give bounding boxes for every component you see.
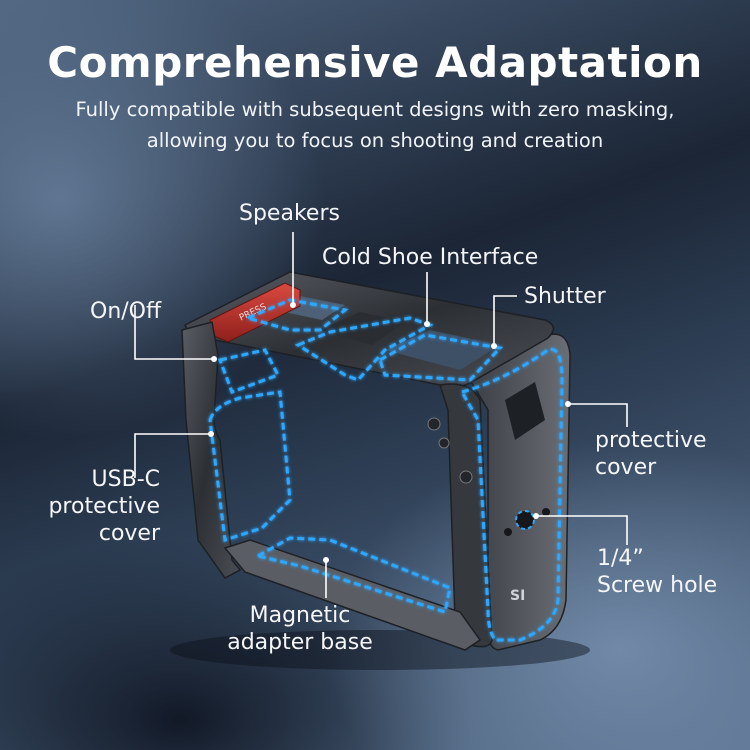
callout-speakers: Speakers: [239, 201, 340, 226]
page-title: Comprehensive Adaptation: [47, 38, 703, 87]
subtitle-line-2: allowing you to focus on shooting and cr…: [146, 129, 604, 152]
hole-icon: [504, 528, 512, 536]
callout-cold-shoe-interface: Cold Shoe Interface: [322, 245, 539, 270]
subtitle-line-1: Fully compatible with subsequent designs…: [75, 98, 675, 121]
magnetic-base-bar: [223, 539, 482, 651]
callout-usb-c-line-3: cover: [98, 521, 160, 546]
callout-magnetic-line-2: adapter base: [227, 630, 373, 655]
highlight-outlines: [208, 298, 564, 642]
callout-on-off: On/Off: [90, 299, 162, 324]
callout-protective-cover: protective cover: [595, 427, 707, 481]
callout-lines: [134, 232, 628, 598]
cage-left-frame: [181, 321, 242, 579]
callout-shutter: Shutter: [524, 284, 606, 309]
callout-screw-line-2: Screw hole: [597, 573, 718, 598]
callout-usb-c-cover: USB-C protective cover: [40, 466, 160, 547]
callout-magnetic-base: Magnetic adapter base: [220, 602, 380, 656]
callout-protective-line-1: protective: [595, 428, 707, 453]
callout-usb-c-line-1: USB-C: [91, 467, 160, 492]
callout-screw-line-1: 1/4”: [597, 546, 644, 571]
callout-screw-hole: 1/4” Screw hole: [597, 545, 717, 599]
side-port: [505, 382, 545, 440]
callout-protective-line-2: cover: [595, 455, 657, 480]
screw-icon: [427, 417, 441, 431]
screw-icon: [459, 470, 473, 484]
logo-mark: SI: [510, 588, 525, 604]
hole-icon: [542, 508, 550, 516]
callout-usb-c-line-2: protective: [48, 494, 160, 519]
screw-icon: [438, 437, 450, 449]
callout-dots: [208, 302, 571, 563]
quarter-inch-screw-hole: [515, 510, 535, 530]
callout-magnetic-line-1: Magnetic: [249, 603, 351, 628]
cold-shoe-slot: [320, 312, 405, 345]
